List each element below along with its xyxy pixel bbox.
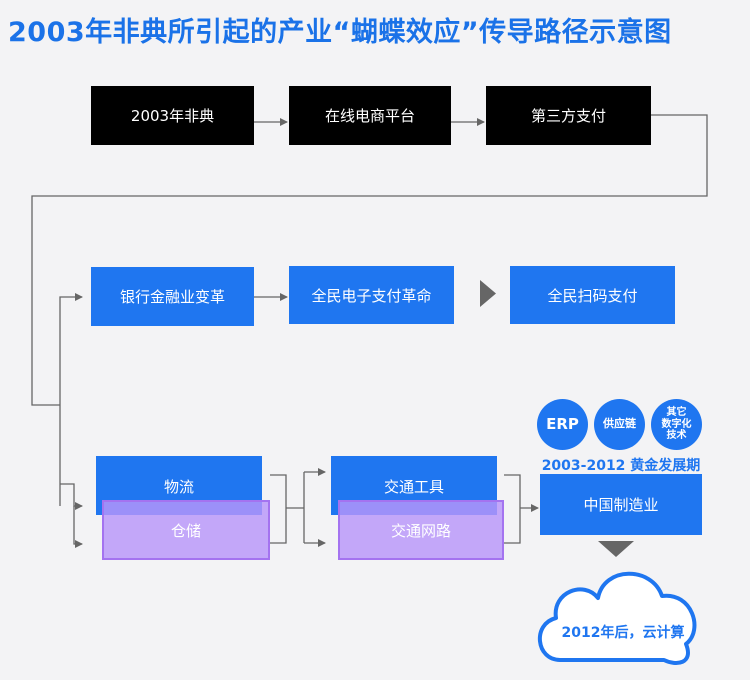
cloud-computing-label: 2012年后，云计算: [561, 625, 685, 641]
page-title: 2003年非典所引起的产业“蝴蝶效应”传导路径示意图: [8, 17, 672, 48]
node-online-ecommerce: 在线电商平台: [289, 86, 451, 145]
other-tech-line-3: 技术: [666, 430, 687, 442]
erp-label: ERP: [546, 414, 579, 433]
other-tech-line-1: 其它: [666, 407, 687, 419]
node-transport-network: 交通网路: [338, 500, 504, 560]
node-china-manufacturing: 中国制造业: [540, 474, 702, 535]
node-banking-reform: 银行金融业变革: [91, 267, 254, 326]
node-sars-2003: 2003年非典: [91, 86, 254, 145]
supply-chain-label: 供应链: [603, 417, 636, 431]
node-storage: 仓储: [102, 500, 270, 560]
node-e-payment-revolution: 全民电子支付革命: [289, 266, 454, 324]
circle-supply-chain: 供应链: [594, 399, 645, 450]
circle-erp: ERP: [537, 399, 588, 450]
golden-period-label: 2003-2012 黄金发展期: [541, 458, 701, 474]
circle-other-digital-tech: 其它 数字化 技术: [651, 399, 702, 450]
other-tech-line-2: 数字化: [661, 418, 692, 430]
node-third-party-payment: 第三方支付: [486, 86, 651, 145]
cloud-shape: [538, 571, 697, 665]
node-qr-payment: 全民扫码支付: [510, 266, 675, 324]
